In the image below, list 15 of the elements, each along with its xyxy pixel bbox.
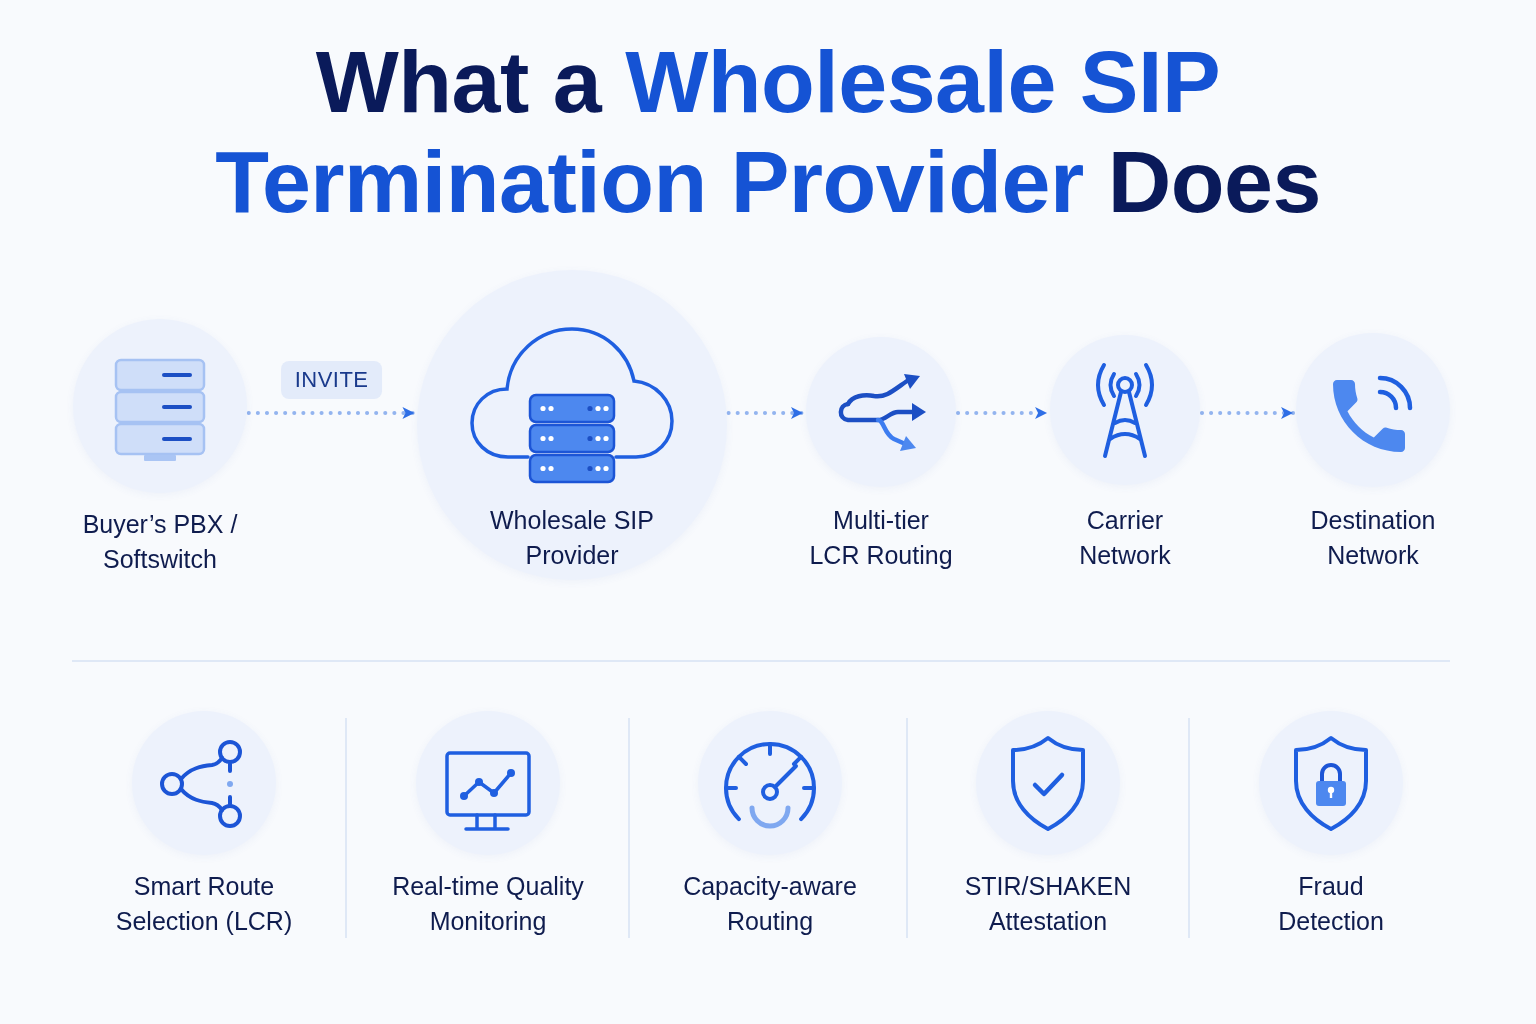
step-label: Destination Network xyxy=(1309,505,1437,571)
step-label: Buyer’s PBX / Softswitch xyxy=(81,509,239,575)
step-label: Capacity-aware Routing xyxy=(682,871,858,937)
dotted-arrow xyxy=(1199,407,1296,419)
step-label: Multi-tier LCR Routing xyxy=(808,505,954,571)
title: What a Wholesale SIP Termination Provider Does xyxy=(214,32,1322,232)
edge-label: INVITE xyxy=(280,361,383,399)
dotted-arrow xyxy=(246,407,417,419)
step-label: Fraud Detection xyxy=(1277,871,1385,937)
step-label: Smart Route Selection (LCR) xyxy=(114,871,294,937)
dotted-arrow xyxy=(726,407,805,419)
step-label: Carrier Network xyxy=(1078,505,1172,571)
step-label: STIR/SHAKEN Attestation xyxy=(963,871,1133,937)
step-label: Real-time Quality Monitoring xyxy=(391,871,585,937)
step-label: Wholesale SIP Provider xyxy=(489,505,655,571)
